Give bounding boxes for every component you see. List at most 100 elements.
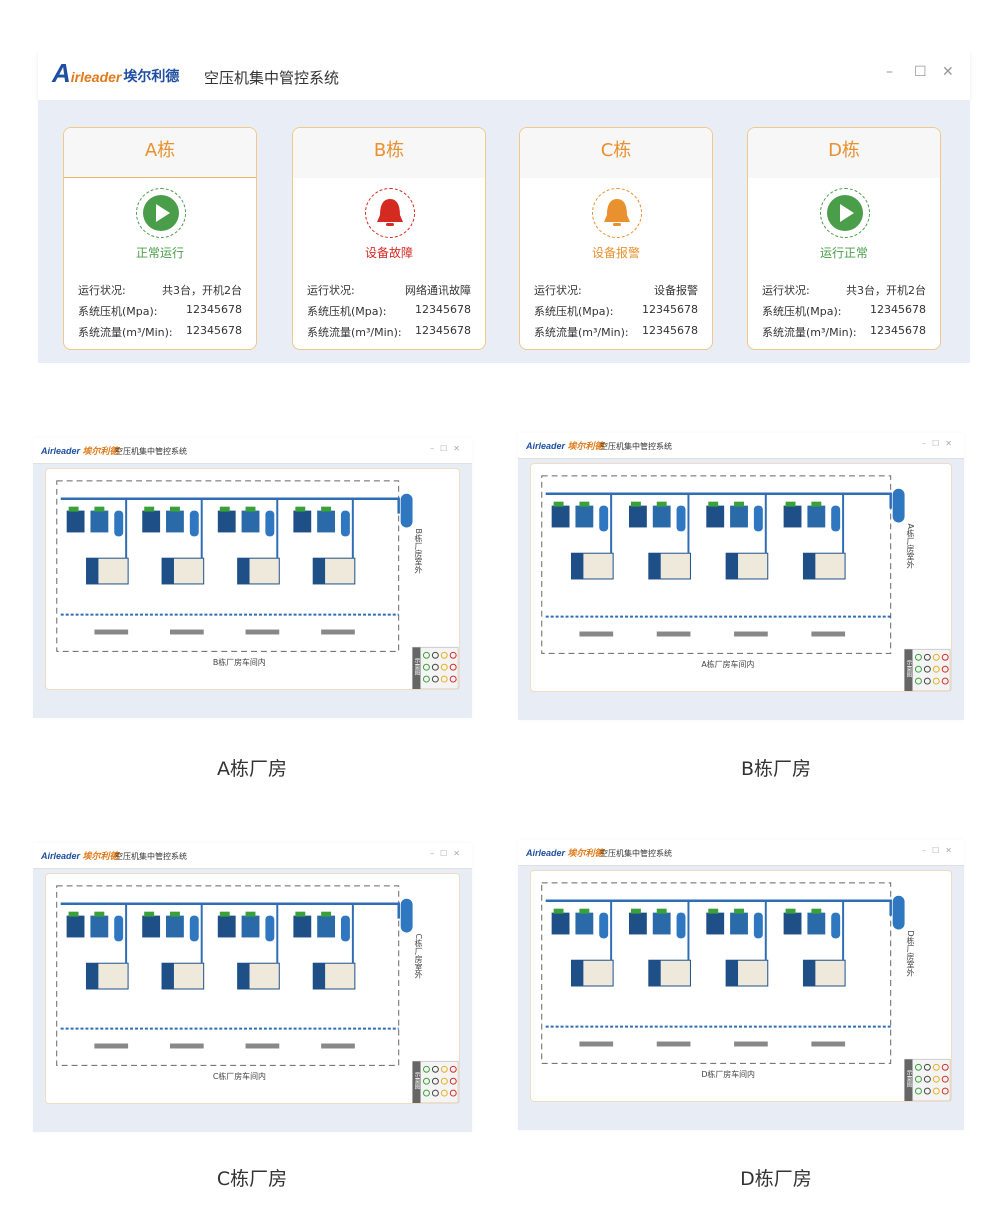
run-badge [295,911,306,917]
thumb-title: 空压机集中管控系统 [600,442,672,451]
legend-status-icon [431,1077,439,1085]
legend-status-icon [923,653,931,661]
run-badge [553,501,564,507]
flow-row: 系统流量(m³/Min):12345678 [762,324,926,340]
air-tank [340,510,350,537]
vent-window [811,1041,846,1047]
run-badge [245,911,256,917]
legend-status-icon [941,1075,949,1083]
thumbnail-caption[interactable]: A栋厂房 [217,758,287,780]
main-air-tank [892,895,905,930]
run-status-row: 运行状况:共3台，开机2台 [78,282,242,298]
value: 12345678 [642,324,698,337]
logo-cn: 埃尔利德 [123,69,180,85]
thumbnail-caption[interactable]: C栋厂房 [216,1168,288,1190]
card-title: D栋 [748,128,940,178]
logo-letter: A [52,58,71,88]
legend-status-icon [431,663,439,671]
cold-dryer [652,912,671,935]
legend-status-icon [423,1065,430,1073]
air-tank [114,510,124,537]
value: 12345678 [870,324,926,337]
thumbnail-caption[interactable]: D栋厂房 [740,1168,812,1190]
legend-status-icon [449,663,457,671]
label: 系统流量(m³/Min): [78,326,173,339]
legend-status-icon [423,1089,430,1097]
air-tank [831,505,841,532]
run-badge [219,911,230,917]
air-tank [831,912,841,939]
air-tank [676,505,686,532]
thumb-window-controls: –☐✕ [430,849,466,858]
legend-label-bar [412,647,421,689]
thumb-window-controls: –☐✕ [430,444,466,453]
value: 12345678 [642,303,698,316]
dryer-unit [628,912,647,935]
building-card-c[interactable]: C栋 设备报警 运行状况:设备报警 系统压机(Mpa):12345678 系统流… [519,127,713,350]
flow-row: 系统流量(m³/Min):12345678 [534,324,698,340]
legend-status-icon [932,1075,940,1083]
building-card-d[interactable]: D栋 运行正常 运行状况:共3台，开机2台 系统压机(Mpa):12345678… [747,127,941,350]
minimize-button[interactable]: – [886,64,893,80]
legend-status-icon [449,1077,457,1085]
building-card-b[interactable]: B栋 设备故障 运行状况:网络通讯故障 系统压机(Mpa):12345678 系… [292,127,486,350]
compressor-panel [237,963,250,989]
run-status-row: 运行状况:网络通讯故障 [307,282,471,298]
thumb-titlebar: Airleader 埃尔利德空压机集中管控系统–☐✕ [518,433,964,459]
compressor-panel [571,960,584,986]
legend-title: 示意图 [905,1069,912,1088]
dryer-unit [551,912,570,935]
thumbnail-caption[interactable]: B栋厂房 [740,758,812,780]
legend-status-icon [422,651,430,659]
vent-window [169,1043,204,1049]
main-air-pipe [545,492,892,509]
vent-window [321,1043,355,1049]
air-tank [753,912,763,939]
card-title: B栋 [293,128,485,178]
dryer-unit [783,912,802,935]
compressor-panel [86,963,99,989]
exterior-label: A栋厂房室外 [906,523,915,569]
airleader-logo: A irleader 埃尔利德 [52,60,179,86]
vent-window [811,631,846,637]
legend-status-icon [440,1089,448,1097]
thumb-window-controls: –☐✕ [922,439,958,448]
legend-status-icon [914,677,922,685]
maximize-button[interactable]: ☐ [914,64,927,80]
play-icon [820,188,870,238]
dryer-unit [142,915,161,938]
air-tank [753,505,763,532]
run-badge [785,908,796,914]
dryer-unit [628,505,647,528]
run-badge [708,908,719,914]
cold-dryer [807,505,826,528]
legend-status-icon [440,1065,448,1073]
dryer-unit [217,510,236,533]
dryer-unit [706,912,725,935]
close-button[interactable]: ✕ [942,64,954,80]
thumb-title: 空压机集中管控系统 [115,852,187,861]
legend-status-icon [440,1077,448,1085]
building-card-a[interactable]: A栋 正常运行 运行状况:共3台，开机2台 系统压机(Mpa):12345678… [63,127,257,350]
value: 12345678 [870,303,926,316]
value: 12345678 [415,324,471,337]
thumb-titlebar: Airleader 埃尔利德空压机集中管控系统–☐✕ [33,438,472,464]
run-badge [219,506,230,512]
vent-window [734,1041,768,1047]
main-air-tank [892,488,905,523]
legend-label-bar [904,1059,913,1101]
legend-status-icon [422,663,430,671]
legend-status-icon [923,665,931,673]
compressor-panel [571,553,584,579]
legend-title: 示意图 [413,657,420,676]
compressor-panel [726,553,739,579]
run-badge [579,908,590,914]
